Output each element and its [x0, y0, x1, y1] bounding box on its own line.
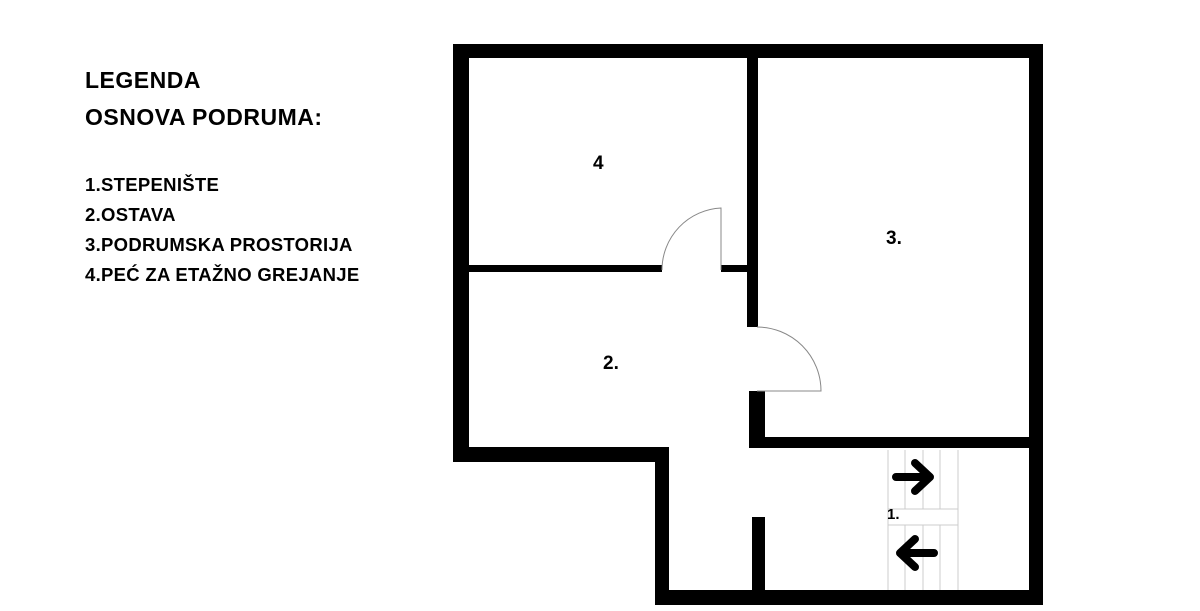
wall-room4-bottom-left	[469, 265, 662, 272]
arrow-right-icon	[892, 459, 934, 495]
door-room3	[756, 326, 822, 392]
wall-room4-bottom-right	[721, 265, 747, 272]
legend-list: 1.STEPENIŠTE 2.OSTAVA 3.PODRUMSKA PROSTO…	[85, 170, 359, 290]
legend-title: LEGENDA	[85, 67, 201, 93]
doors	[661, 207, 822, 392]
room-label-basement-room: 3.	[886, 228, 902, 249]
legend-subtitle: OSNOVA PODRUMA:	[85, 104, 323, 130]
walls	[453, 44, 1043, 605]
wall-bottom	[655, 590, 1043, 605]
legend-item-storage: 2.OSTAVA	[85, 204, 176, 225]
wall-bottom-left	[453, 447, 669, 462]
legend-item-stairs: 1.STEPENIŠTE	[85, 174, 220, 195]
room-label-boiler: 4	[593, 153, 604, 174]
legend-item-boiler: 4.PEĆ ZA ETAŽNO GREJANJE	[85, 264, 360, 285]
room-label-storage: 2.	[603, 353, 619, 374]
wall-interior-vertical	[747, 58, 758, 327]
door-room4	[661, 207, 722, 271]
arrow-left-icon	[896, 535, 938, 571]
wall-right	[1029, 44, 1043, 605]
wall-corridor-left	[655, 447, 669, 605]
wall-corridor-stub	[752, 517, 765, 590]
legend: LEGENDA OSNOVA PODRUMA: 1.STEPENIŠTE 2.O…	[85, 62, 359, 290]
room-label-stairs: 1.	[887, 506, 900, 523]
wall-interior-block	[749, 391, 765, 448]
wall-top	[453, 44, 1043, 58]
stairs	[887, 450, 959, 590]
wall-room3-bottom	[749, 437, 1043, 448]
legend-item-basement-room: 3.PODRUMSKA PROSTORIJA	[85, 234, 353, 255]
wall-left	[453, 44, 469, 462]
